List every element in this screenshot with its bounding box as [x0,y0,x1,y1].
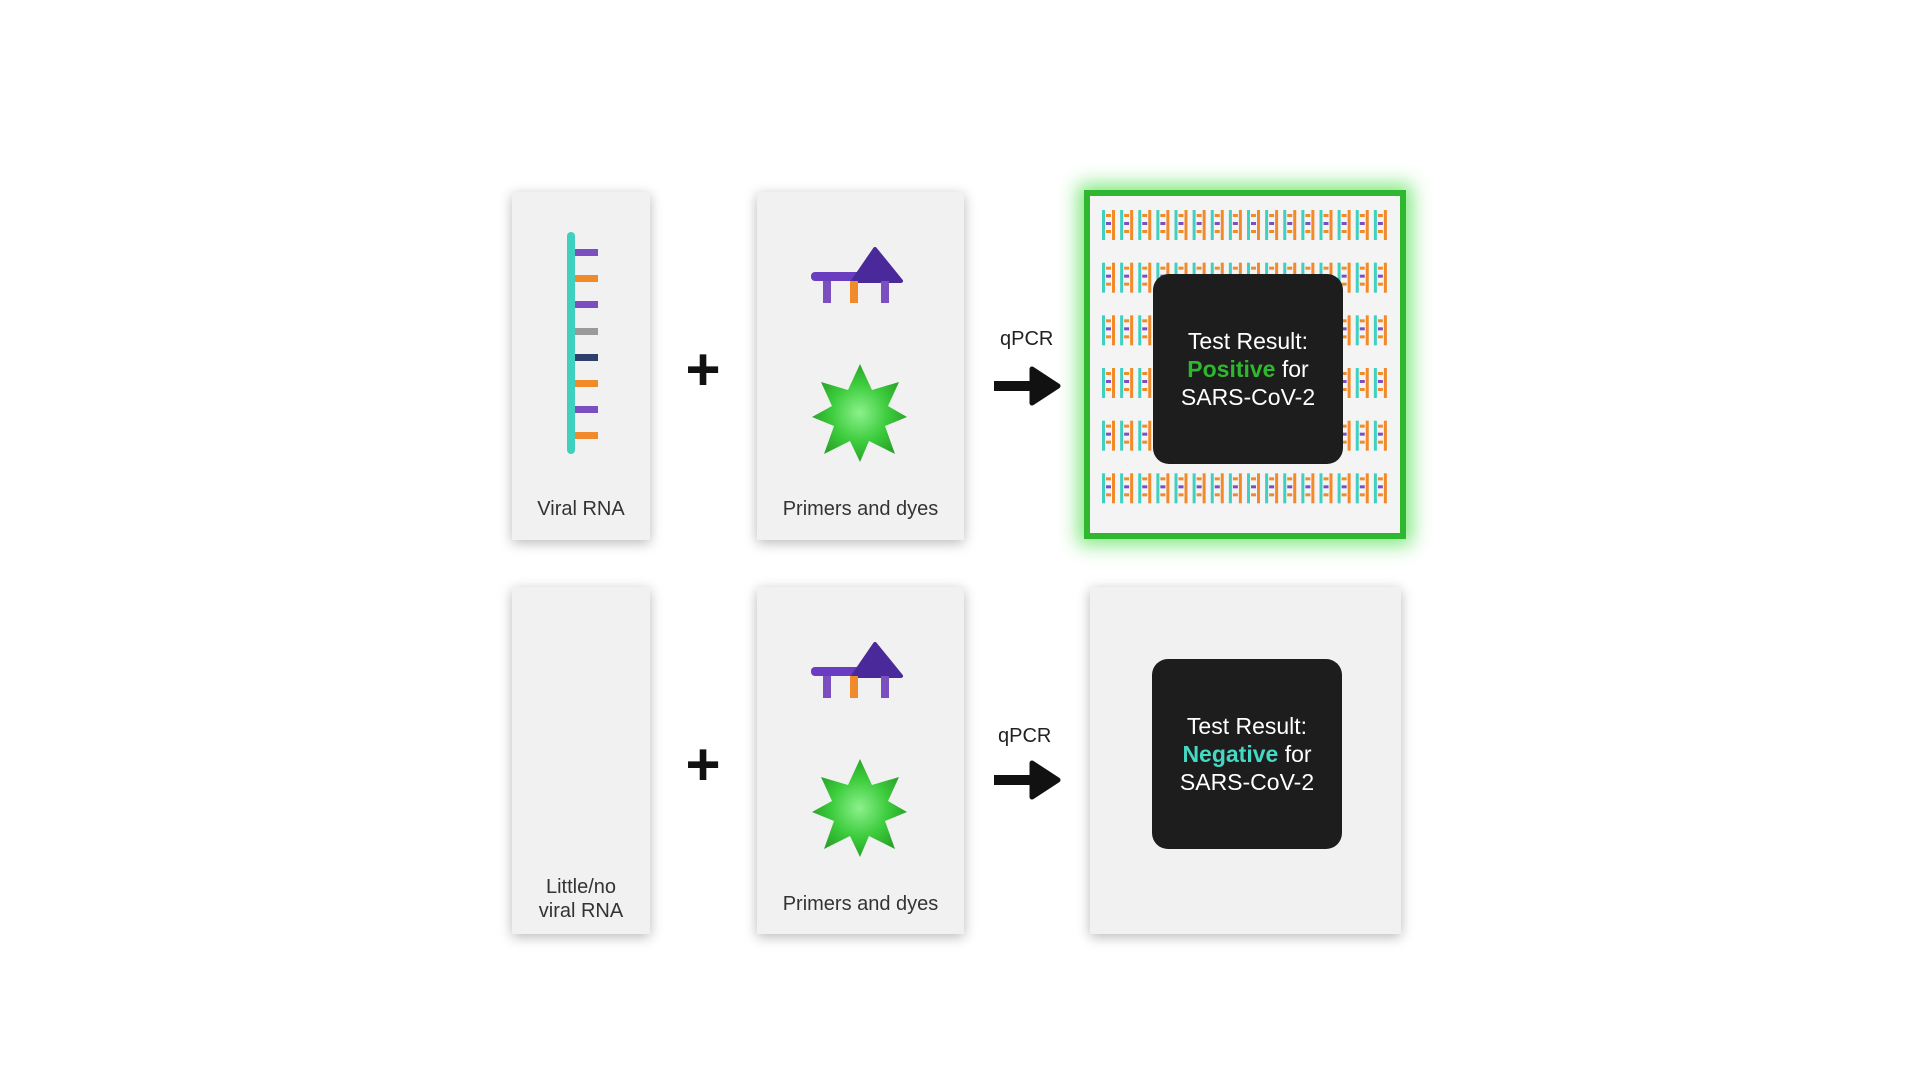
amplicon-motif [1102,210,1115,240]
amplicon-motif [1247,473,1260,504]
amplicon-motif [1138,315,1152,346]
amplicon-motif [1120,420,1134,451]
amplicon-motif [1301,210,1315,240]
amplicon-motif [1265,473,1279,504]
qpcr-label: qPCR [998,725,1052,747]
amplicon-motif [1355,368,1369,398]
no-rna-label-line1: Little/no [545,876,617,898]
amplicon-motif [1373,262,1387,293]
viral-rna-card: Viral RNA [512,192,650,540]
amplicon-motif [1102,315,1115,346]
amplicon-motif [1373,210,1387,240]
plus-sign: + [685,731,721,798]
negative-result-panel: Test Result: Negative for SARS-CoV-2 [1090,587,1401,934]
rna-strand-icon [567,232,598,454]
amplicon-motif [1355,262,1369,293]
amplicon-motif [1138,368,1152,398]
positive-result-box: Test Result: Positive for SARS-CoV-2 [1153,274,1343,464]
result-for-text: for [1278,741,1312,767]
amplicon-motif [1192,210,1206,240]
amplicon-motif [1210,210,1224,240]
amplicon-motif [1319,210,1333,240]
primers-dyes-card: Primers and dyes [757,192,964,540]
amplicon-motif [1174,210,1188,240]
amplicon-motif [1228,473,1242,504]
amplicon-motif [1373,315,1387,346]
result-status-line: Negative for [1152,740,1342,768]
result-virus-name: SARS-CoV-2 [1179,769,1315,795]
no-rna-label-line2: viral RNA [538,900,624,922]
result-virus-name: SARS-CoV-2 [1180,384,1316,410]
amplicon-motif [1355,420,1369,451]
amplicon-motif [1102,420,1115,451]
right-arrow-icon [994,760,1061,800]
primers-dyes-card: Primers and dyes [757,587,964,934]
amplicon-motif [1156,210,1170,240]
amplicon-motif [1102,368,1115,398]
amplicon-motif [1156,473,1170,504]
amplicon-motif [1120,473,1134,504]
right-arrow-icon [994,366,1061,406]
negative-result-box: Test Result: Negative for SARS-CoV-2 [1152,659,1342,849]
amplicon-motif [1283,473,1297,504]
positive-result-panel: Test Result: Positive for SARS-CoV-2 [1084,190,1406,539]
amplicon-motif [1355,210,1369,240]
no-rna-card: Little/no viral RNA [512,587,650,934]
result-title: Test Result: [1187,328,1309,354]
primers-dyes-label: Primers and dyes [782,893,939,915]
amplicon-motif [1337,262,1351,293]
amplicon-motif [1102,262,1115,293]
amplicon-motif [1373,368,1387,398]
primer-probe-icon [811,247,903,303]
primers-dyes-label: Primers and dyes [782,498,939,520]
amplicon-motif [1120,262,1134,293]
amplicon-motif [1283,210,1297,240]
amplicon-motif [1337,473,1351,504]
amplicon-motif [1355,315,1369,346]
amplicon-motif [1138,473,1152,504]
plus-sign: + [685,336,721,403]
amplicon-motif [1174,473,1188,504]
amplicon-motif [1247,210,1260,240]
amplicon-motif [1373,420,1387,451]
viral-rna-label: Viral RNA [537,498,625,520]
amplicon-motif [1138,210,1152,240]
primer-probe-icon [811,642,903,698]
amplicon-motif [1120,315,1134,346]
amplicon-motif [1138,262,1152,293]
positive-text: Positive [1187,356,1276,382]
result-title: Test Result: [1186,713,1308,739]
amplicon-motif [1265,210,1279,240]
amplicon-motif [1120,210,1134,240]
result-for-text: for [1275,356,1309,382]
amplicon-motif [1355,473,1369,504]
amplicon-motif [1138,420,1152,451]
qpcr-label: qPCR [1000,328,1054,350]
amplicon-motif [1120,368,1134,398]
amplicon-motif [1301,473,1315,504]
amplicon-motif [1192,473,1206,504]
amplicon-motif [1337,210,1351,240]
negative-text: Negative [1182,741,1279,767]
amplicon-motif [1102,473,1115,504]
result-status-line: Positive for [1153,355,1343,383]
amplicon-motif [1319,473,1333,504]
amplicon-motif [1228,210,1242,240]
fluorescent-dye-icon [812,364,907,462]
amplicon-motif [1373,473,1387,504]
amplicon-motif [1210,473,1224,504]
fluorescent-dye-icon [812,759,907,857]
